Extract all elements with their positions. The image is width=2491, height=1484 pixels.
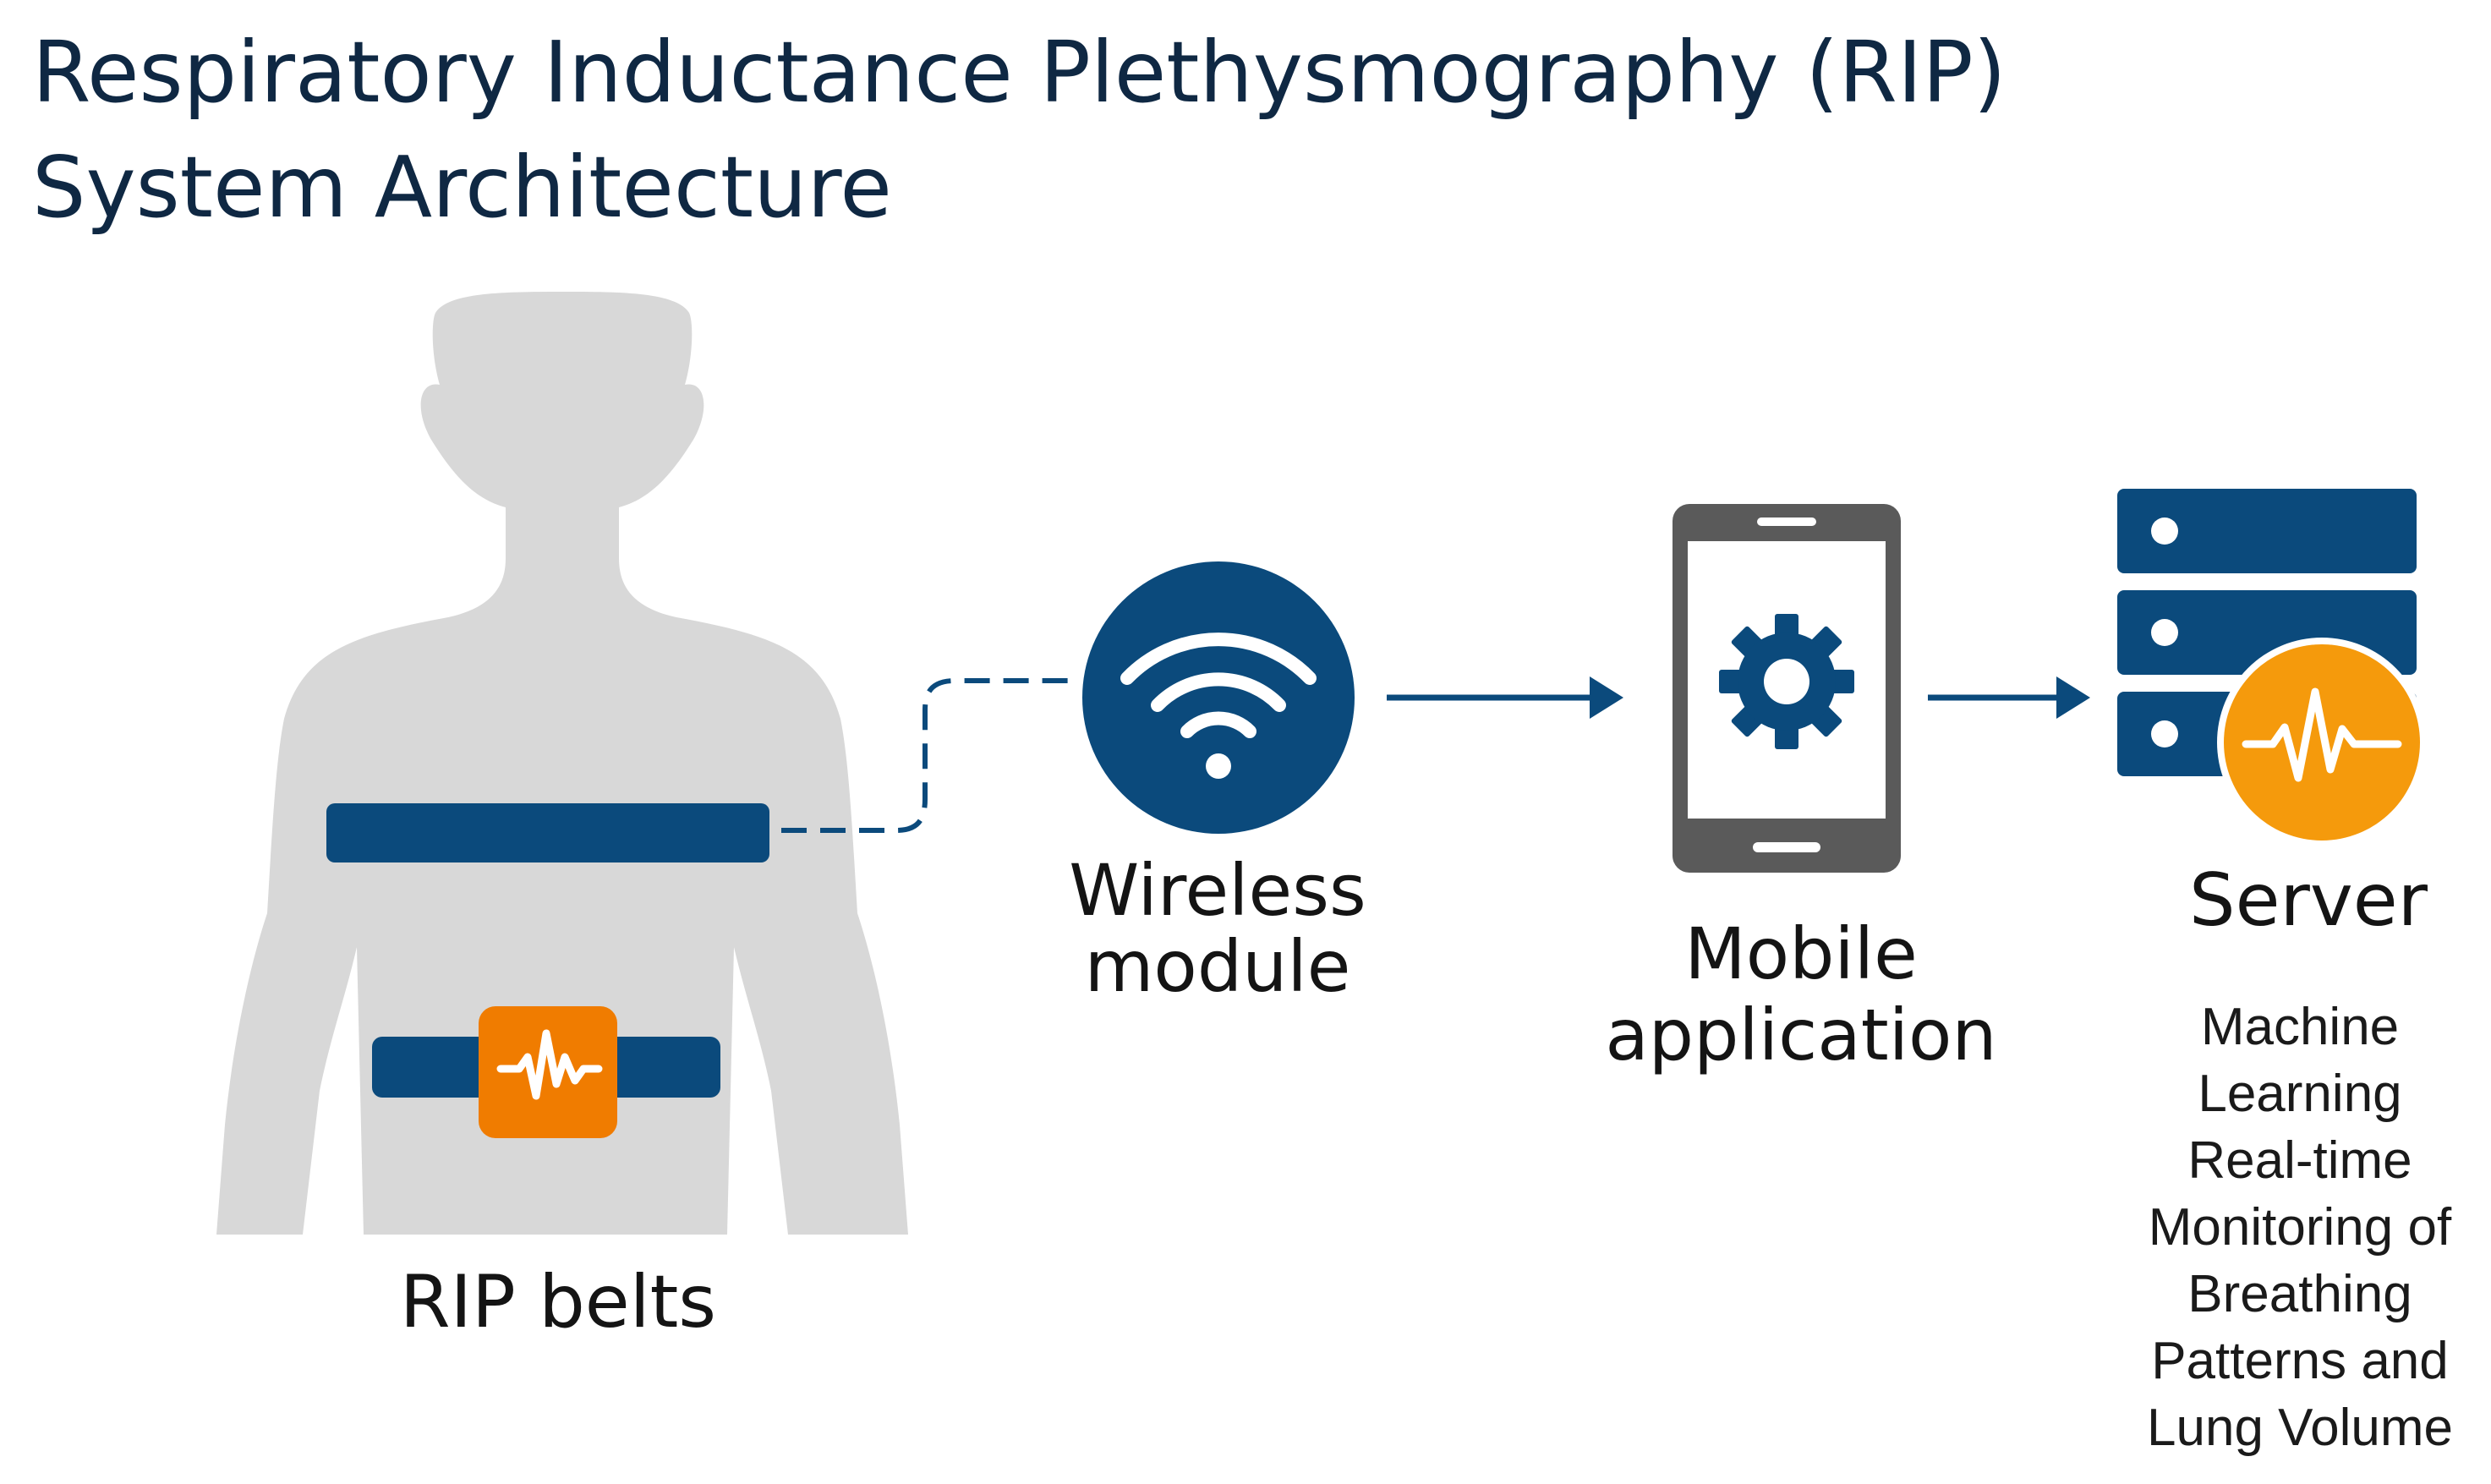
human-silhouette (216, 292, 908, 1235)
dashed-connector (781, 678, 1074, 833)
wifi-icon (1120, 632, 1317, 779)
server-label: Server (2131, 858, 2486, 943)
server-desc-line: Lung Volume (2147, 1399, 2453, 1457)
waveform-icon (496, 1029, 603, 1100)
server-badge (2217, 638, 2427, 847)
wireless-label-line-1: Wireless (1069, 849, 1366, 932)
gear-icon (1719, 614, 1854, 749)
server-desc-line: Monitoring of (2148, 1198, 2452, 1257)
arrow-mobile-to-server (1928, 676, 2090, 719)
heartbeat-icon (2242, 687, 2402, 782)
page-title: Respiratory Inductance Plethysmography (… (32, 15, 2400, 245)
server-desc-line: Learning (2198, 1065, 2402, 1123)
wireless-module (1082, 561, 1355, 834)
server-desc-line: Machine (2200, 998, 2400, 1056)
wireless-label-line-2: module (1084, 925, 1351, 1008)
wireless-module-label: Wireless module (998, 852, 1437, 1005)
mobile-label-line-2: application (1605, 994, 1997, 1076)
title-line-1: Respiratory Inductance Plethysmography (… (32, 23, 2006, 122)
smartphone (1673, 504, 1901, 873)
server-desc-line: Patterns and (2151, 1332, 2449, 1390)
rip-belts-label: RIP belts (338, 1260, 778, 1344)
mobile-application-label: Mobile application (1547, 913, 2055, 1076)
arrow-wireless-to-mobile (1387, 676, 1623, 719)
mobile-label-line-1: Mobile (1684, 912, 1918, 995)
sensor-badge (479, 1006, 617, 1138)
rip-belts-label-text: RIP belts (399, 1260, 717, 1344)
chest-belt (326, 803, 769, 862)
server-desc-line: Breathing (2187, 1265, 2412, 1323)
title-line-2: System Architecture (32, 138, 892, 237)
server-label-text: Server (2188, 858, 2428, 943)
server-description: Machine Learning Real-time Monitoring of… (2114, 994, 2486, 1461)
server-desc-line: Real-time (2187, 1131, 2412, 1190)
